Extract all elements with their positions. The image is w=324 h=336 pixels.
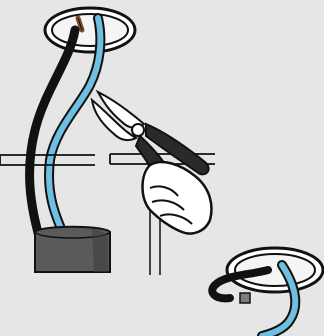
black-wire xyxy=(25,25,80,245)
hand-outline xyxy=(141,160,213,235)
blue-wire-bottom xyxy=(259,262,299,336)
bottom-ceiling-plate xyxy=(208,246,324,336)
wire-cutter-tool xyxy=(90,89,213,235)
wire-connector xyxy=(239,292,251,304)
black-wire-bottom xyxy=(208,266,272,303)
top-wire-bundle xyxy=(25,13,106,250)
blue-wire xyxy=(46,15,104,248)
top-ceiling-plate xyxy=(43,6,137,54)
junction-box xyxy=(34,225,111,273)
